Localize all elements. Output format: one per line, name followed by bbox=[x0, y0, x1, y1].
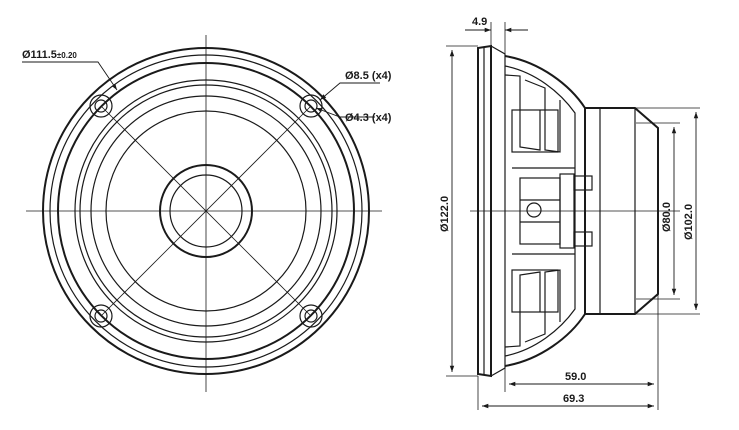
mounting-circle-ring bbox=[57, 62, 355, 360]
basket-inner-profile bbox=[504, 65, 576, 357]
label-frame-diameter: Ø122.0 bbox=[439, 196, 451, 232]
leader-small-hole bbox=[315, 107, 375, 118]
mount-hole-top-left bbox=[89, 94, 113, 118]
mount-hole-top-right bbox=[299, 94, 323, 118]
label-large-hole: Ø8.5 (x4) bbox=[345, 70, 392, 82]
label-small-hole: Ø4.3 (x4) bbox=[345, 112, 392, 124]
surround-outer-ring bbox=[74, 79, 338, 343]
frame-outer-ring bbox=[42, 47, 370, 375]
label-outer-circle: Ø111.5±0.20 bbox=[22, 49, 77, 61]
dust-cap-outer bbox=[159, 164, 253, 258]
cone-edge-ring bbox=[105, 110, 307, 312]
terminal-top bbox=[573, 175, 593, 191]
surround-inner-ring bbox=[90, 95, 322, 327]
basket-window-top bbox=[511, 109, 559, 153]
terminal-bottom bbox=[573, 231, 593, 247]
surround-ring-2 bbox=[79, 84, 333, 338]
label-magnet-inner: Ø80.0 bbox=[661, 202, 673, 232]
mount-hole-bottom-right bbox=[299, 304, 323, 328]
front-diagonal-centerline-2 bbox=[100, 105, 312, 317]
label-overall-depth: 69.3 bbox=[563, 393, 584, 405]
basket-spoke-bottom-1 bbox=[504, 271, 541, 348]
dust-cap-inner bbox=[169, 174, 243, 248]
frame-ring-2 bbox=[49, 54, 363, 368]
leader-outer-circle bbox=[22, 61, 118, 91]
basket-window-bottom bbox=[511, 269, 559, 313]
flange-back bbox=[490, 45, 506, 377]
terminal-assembly bbox=[519, 173, 593, 249]
basket-spoke-bottom-2 bbox=[524, 269, 561, 343]
front-view: Ø111.5±0.20 Ø8.5 (x4) Ø4.3 (x4) bbox=[22, 35, 392, 392]
mount-hole-bottom-left bbox=[89, 304, 113, 328]
side-view: Ø122.0 Ø80.0 Ø102.0 4.9 59.0 69.3 bbox=[439, 16, 700, 410]
label-magnet-outer: Ø102.0 bbox=[683, 204, 695, 240]
label-flange-thickness: 4.9 bbox=[472, 16, 487, 28]
basket-spoke-top-1 bbox=[504, 74, 541, 151]
label-mounting-depth: 59.0 bbox=[565, 371, 586, 383]
leader-large-hole bbox=[319, 82, 380, 101]
basket-spoke-top-2 bbox=[524, 79, 561, 153]
